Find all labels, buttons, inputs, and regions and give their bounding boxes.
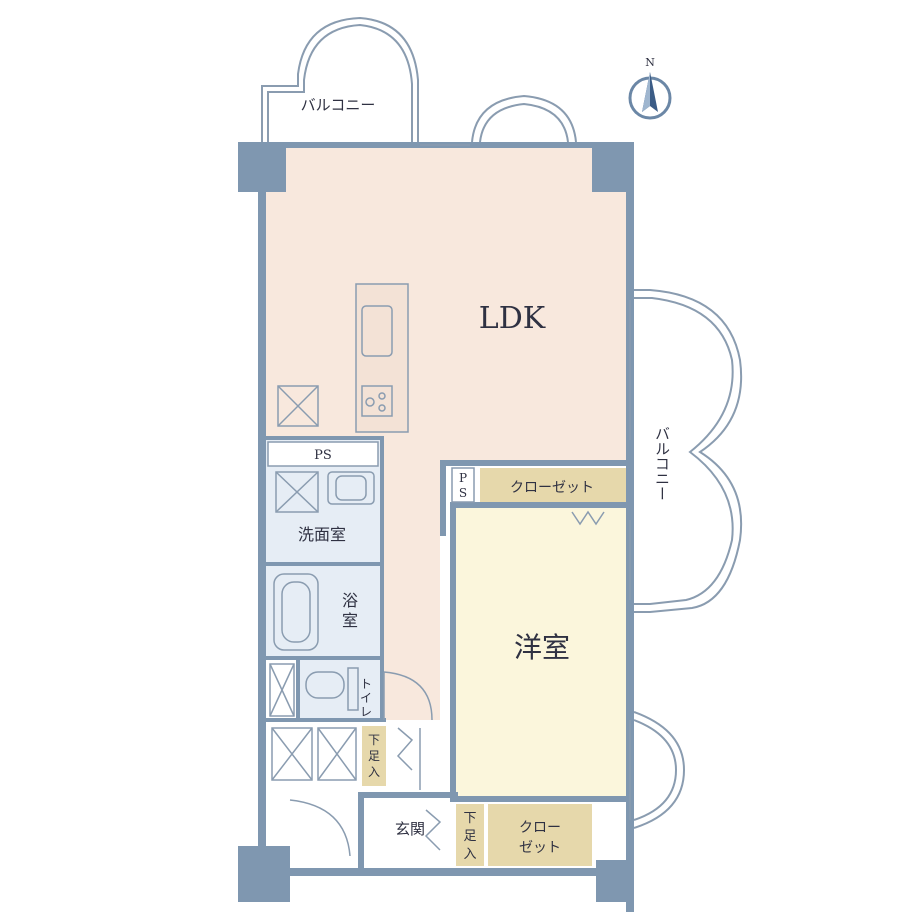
shoe-label-right-3: 入 bbox=[463, 847, 476, 862]
closet-label-bottom-2: ゼット bbox=[519, 840, 561, 856]
entrance-floor bbox=[364, 798, 454, 870]
shoe-label-left-3: 入 bbox=[368, 765, 380, 779]
shoe-left-floor bbox=[362, 726, 386, 786]
room-label-ldk: LDK bbox=[479, 301, 546, 336]
room-label-western: 洋室 bbox=[514, 631, 570, 664]
balcony-label-top: バルコニー bbox=[301, 96, 376, 114]
room-label-toilet-3: レ bbox=[360, 705, 372, 719]
room-label-entrance: 玄関 bbox=[395, 820, 425, 838]
compass-north-label: N bbox=[645, 56, 655, 69]
shoe-label-left-2: 足 bbox=[368, 749, 380, 763]
ps-label-top: PS bbox=[314, 448, 332, 463]
closet-bottom-floor bbox=[488, 804, 592, 866]
balcony-top-arc bbox=[471, 94, 577, 143]
fixtures bbox=[267, 144, 631, 857]
shoe-label-right-1: 下 bbox=[463, 811, 476, 826]
closet-label-bottom-1: クロー bbox=[519, 820, 561, 836]
shoe-right-floor bbox=[456, 804, 484, 866]
balcony-right bbox=[634, 289, 743, 613]
room-label-washroom: 洗面室 bbox=[298, 525, 346, 544]
compass-icon bbox=[628, 72, 672, 120]
shoe-label-left-1: 下 bbox=[368, 733, 380, 747]
room-label-toilet-1: ト bbox=[360, 677, 372, 691]
balcony-label-right: バルコニー bbox=[653, 426, 671, 501]
ps-label-side-2: S bbox=[459, 486, 467, 500]
ps-label-side-1: P bbox=[459, 471, 467, 485]
room-label-toilet-2: イ bbox=[360, 691, 372, 705]
room-label-bath-2: 室 bbox=[342, 611, 358, 630]
balcony-lower-arc bbox=[633, 711, 686, 829]
western-floor bbox=[456, 506, 634, 798]
closet-mid-floor bbox=[480, 468, 630, 502]
shoe-label-right-2: 足 bbox=[463, 829, 476, 844]
room-label-bath-1: 浴 bbox=[342, 591, 358, 610]
toilet-floor bbox=[298, 660, 382, 720]
closet-label-mid: クローゼット bbox=[510, 480, 594, 496]
bath-floor bbox=[266, 564, 382, 658]
balcony-top bbox=[261, 16, 419, 142]
